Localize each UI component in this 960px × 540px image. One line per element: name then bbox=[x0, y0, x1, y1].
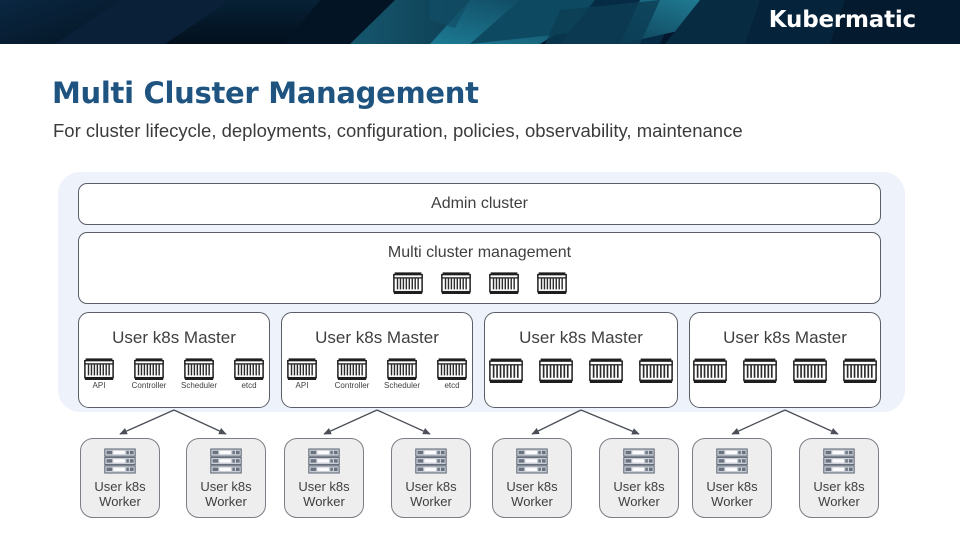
container-icon bbox=[134, 357, 164, 380]
container-icon bbox=[793, 357, 827, 383]
master-unit: API bbox=[282, 357, 322, 390]
master-unit-row: API Controller Scheduler etcd bbox=[79, 357, 269, 390]
master-unit bbox=[740, 357, 780, 383]
master-unit-label: etcd bbox=[241, 381, 257, 390]
multi-cluster-management-label: Multi cluster management bbox=[387, 244, 572, 261]
server-rack-icon bbox=[716, 448, 748, 475]
server-rack-icon bbox=[823, 448, 855, 475]
container-icon bbox=[84, 357, 114, 380]
master-box-3: User k8s Master bbox=[689, 312, 881, 408]
master-unit-label: API bbox=[295, 381, 309, 390]
container-icon bbox=[488, 271, 519, 294]
master-unit-label: Controller bbox=[334, 381, 370, 390]
server-rack-icon bbox=[415, 448, 447, 475]
master-label: User k8s Master bbox=[519, 328, 643, 347]
master-label: User k8s Master bbox=[315, 328, 439, 347]
master-unit-label: Controller bbox=[131, 381, 167, 390]
server-rack-icon bbox=[623, 448, 655, 475]
container-icon bbox=[536, 271, 567, 294]
container-icon bbox=[589, 357, 623, 383]
master-unit bbox=[690, 357, 730, 383]
master-box-0: User k8s Master API Controller Scheduler et… bbox=[78, 312, 270, 408]
container-icon bbox=[743, 357, 777, 383]
container-icon bbox=[184, 357, 214, 380]
master-unit: Controller bbox=[129, 357, 169, 390]
master-unit-label: Scheduler bbox=[180, 381, 218, 390]
container-icon bbox=[539, 357, 573, 383]
container-icon bbox=[337, 357, 367, 380]
multi-cluster-management-box: Multi cluster management bbox=[78, 232, 881, 304]
master-unit bbox=[536, 357, 576, 383]
container-icon bbox=[287, 357, 317, 380]
master-unit bbox=[586, 357, 626, 383]
container-icon bbox=[234, 357, 264, 380]
server-rack-icon bbox=[516, 448, 548, 475]
container-icon bbox=[489, 357, 523, 383]
server-rack-icon bbox=[210, 448, 242, 475]
master-unit bbox=[636, 357, 676, 383]
master-unit: Scheduler bbox=[382, 357, 422, 390]
master-box-1: User k8s Master API Controller Scheduler et… bbox=[281, 312, 473, 408]
master-unit-row: API Controller Scheduler etcd bbox=[282, 357, 472, 390]
master-unit: Scheduler bbox=[179, 357, 219, 390]
admin-cluster-box: Admin cluster bbox=[78, 183, 881, 225]
master-box-2: User k8s Master bbox=[484, 312, 678, 408]
master-unit bbox=[790, 357, 830, 383]
container-icon bbox=[392, 271, 423, 294]
master-unit-row bbox=[690, 357, 880, 383]
master-unit-label: etcd bbox=[444, 381, 460, 390]
container-icon bbox=[437, 357, 467, 380]
mcm-container-row bbox=[79, 271, 880, 294]
master-unit: API bbox=[79, 357, 119, 390]
container-icon bbox=[693, 357, 727, 383]
master-unit bbox=[840, 357, 880, 383]
master-unit-label: API bbox=[92, 381, 106, 390]
container-icon bbox=[639, 357, 673, 383]
page-title: Multi Cluster Management bbox=[52, 76, 479, 110]
header-band: Kubermatic bbox=[0, 0, 960, 44]
master-unit: Controller bbox=[332, 357, 372, 390]
container-icon bbox=[387, 357, 417, 380]
server-rack-icon bbox=[104, 448, 136, 475]
container-icon bbox=[440, 271, 471, 294]
master-unit-label: Scheduler bbox=[383, 381, 421, 390]
master-label: User k8s Master bbox=[723, 328, 847, 347]
container-icon bbox=[843, 357, 877, 383]
master-unit: etcd bbox=[432, 357, 472, 390]
header-geometric-pattern bbox=[0, 0, 960, 44]
brand-logo: Kubermatic bbox=[768, 7, 916, 33]
page-subtitle: For cluster lifecycle, deployments, conf… bbox=[53, 120, 743, 141]
master-unit-row bbox=[485, 357, 677, 383]
master-unit bbox=[486, 357, 526, 383]
server-rack-icon bbox=[308, 448, 340, 475]
admin-cluster-label: Admin cluster bbox=[431, 195, 528, 212]
master-label: User k8s Master bbox=[112, 328, 236, 347]
master-unit: etcd bbox=[229, 357, 269, 390]
